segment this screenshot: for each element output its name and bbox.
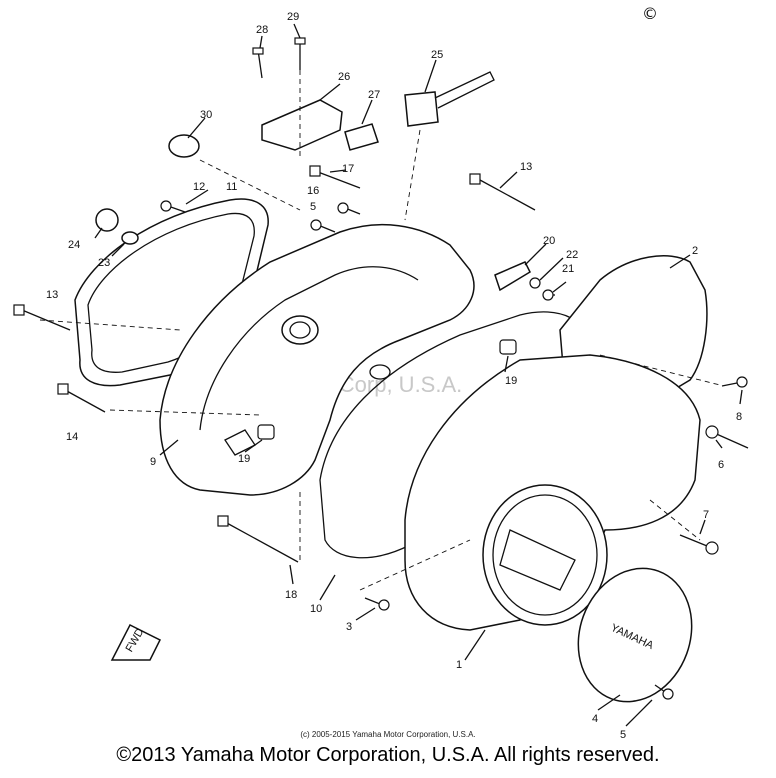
callout-12: 12 [193,181,205,193]
footer-copyright: ©2013 Yamaha Motor Corporation, U.S.A. A… [116,744,660,766]
callout-6: 6 [718,459,724,471]
part-20-bracket[interactable] [494,261,531,292]
bolt-13-left[interactable] [13,304,71,331]
callout-29: 29 [287,11,299,23]
bolt-16[interactable] [337,202,361,215]
callout-10: 10 [310,603,322,615]
part-9-seal-hole [281,315,319,345]
callout-27: 27 [368,89,380,101]
bolt-28[interactable] [252,47,264,79]
bolt-12[interactable] [160,200,186,213]
bolt-6[interactable] [705,425,749,449]
callout-23: 23 [98,257,110,269]
bolt-13-upper[interactable] [469,173,536,211]
corner-copyright-mark: © [642,4,658,23]
dowel-19b[interactable] [257,424,275,440]
callout-11: 11 [226,181,237,193]
part-26-bracket[interactable] [261,99,343,151]
callout-19-right: 19 [505,375,517,387]
bolt-29[interactable] [294,37,306,70]
part-23-washer[interactable] [121,231,139,245]
callout-16: 16 [307,185,319,197]
callout-26: 26 [338,71,350,83]
callout-1: 1 [456,659,462,671]
callout-3: 3 [346,621,352,633]
callout-24: 24 [68,239,80,251]
part-4-cap[interactable] [560,552,710,717]
bolt-22[interactable] [529,277,541,289]
forward-arrow-icon: FWD [110,623,162,661]
bolt-3[interactable] [364,597,390,611]
bolt-17[interactable] [309,165,361,189]
callout-20: 20 [543,235,555,247]
callout-30: 30 [200,109,212,121]
bolt-8[interactable] [721,376,748,388]
callout-19-left: 19 [238,453,250,465]
callout-21: 21 [562,263,574,275]
bolt-7[interactable] [679,534,719,555]
callout-7: 7 [703,509,709,521]
callout-9: 9 [150,456,156,468]
callout-25: 25 [431,49,443,61]
callout-13-upper: 13 [520,161,532,173]
callout-17: 17 [342,163,354,175]
bolt-18[interactable] [217,515,299,563]
callout-5-lower: 5 [620,729,626,741]
callout-5-upper: 5 [310,201,316,213]
callout-28: 28 [256,24,268,36]
callout-13-left: 13 [46,289,58,301]
bolt-21[interactable] [542,289,555,301]
part-9-crankcase-cover[interactable] [159,223,475,496]
part-24-oil-level-plug[interactable] [95,208,119,232]
bolt-5a[interactable] [310,219,336,233]
callout-14: 14 [66,431,78,443]
callout-4: 4 [592,713,598,725]
part-1-bell-opening [482,484,608,626]
bolt-5b[interactable] [654,684,674,700]
part-27-plate[interactable] [344,123,379,151]
bolt-14[interactable] [57,383,106,413]
part-30-plug[interactable] [168,134,200,158]
dowel-19a[interactable] [499,339,517,355]
callout-18: 18 [285,589,297,601]
callout-8: 8 [736,411,742,423]
small-copyright: (c) 2005-2015 Yamaha Motor Corporation, … [300,730,476,739]
part-25-filler-cap[interactable] [404,91,439,127]
callout-22: 22 [566,249,578,261]
callout-2: 2 [692,245,698,257]
